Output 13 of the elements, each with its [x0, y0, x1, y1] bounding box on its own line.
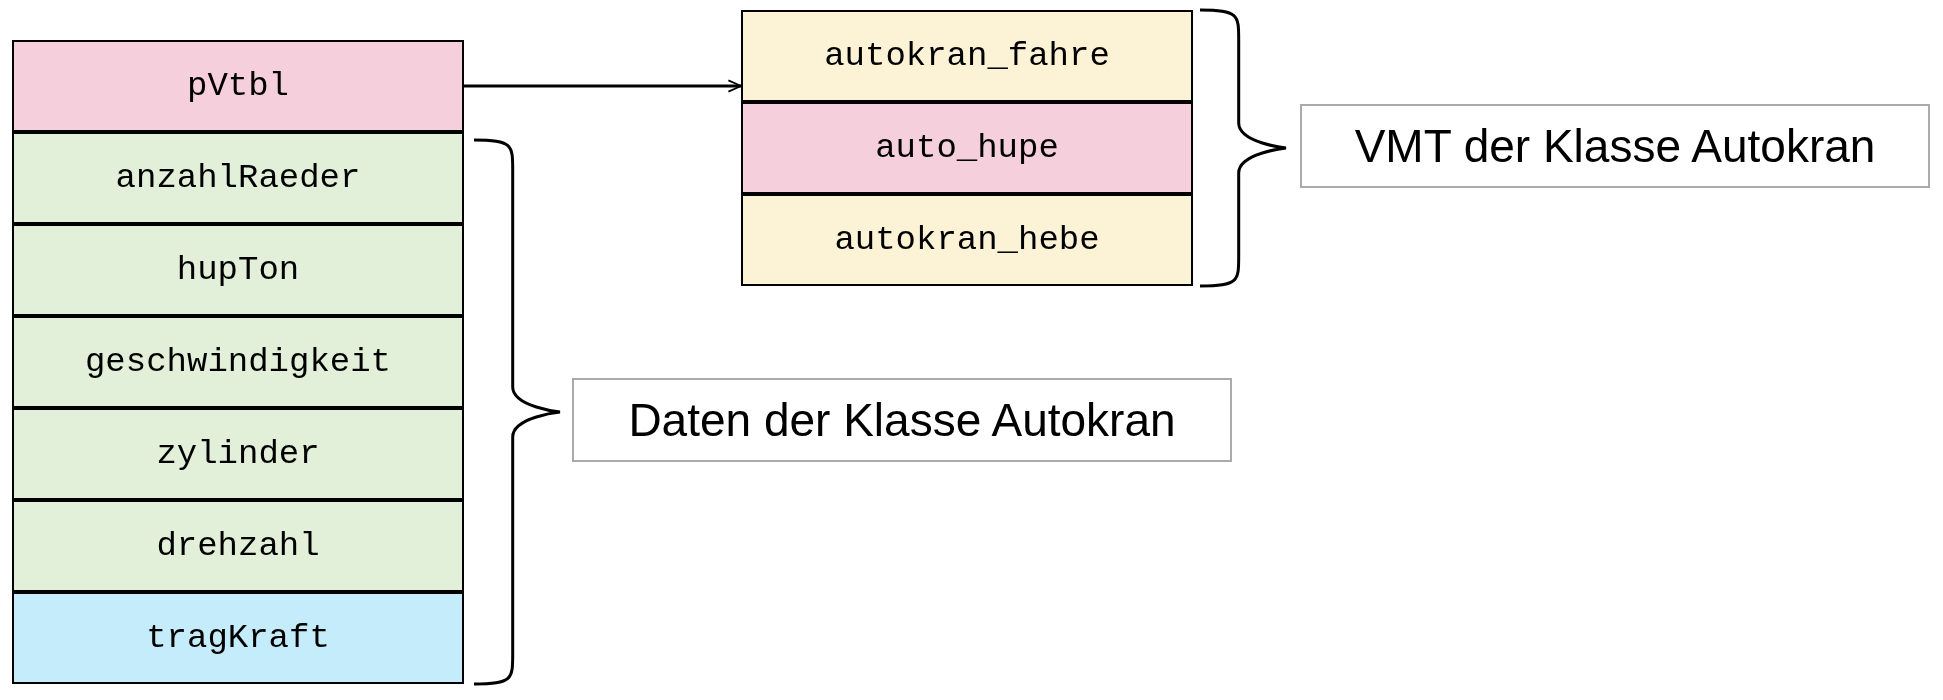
method-cell: auto_hupe	[741, 102, 1193, 194]
field-cell: geschwindigkeit	[12, 316, 464, 408]
field-cell: drehzahl	[12, 500, 464, 592]
annotation-box: Daten der Klasse Autokran	[572, 378, 1232, 462]
pointer-cell: pVtbl	[12, 40, 464, 132]
field-cell: hupTon	[12, 224, 464, 316]
field-cell: anzahlRaeder	[12, 132, 464, 224]
field-cell: tragKraft	[12, 592, 464, 684]
field-cell: zylinder	[12, 408, 464, 500]
method-cell: autokran_fahre	[741, 10, 1193, 102]
arrow	[464, 79, 742, 93]
method-cell: autokran_hebe	[741, 194, 1193, 286]
annotation-box: VMT der Klasse Autokran	[1300, 104, 1930, 188]
